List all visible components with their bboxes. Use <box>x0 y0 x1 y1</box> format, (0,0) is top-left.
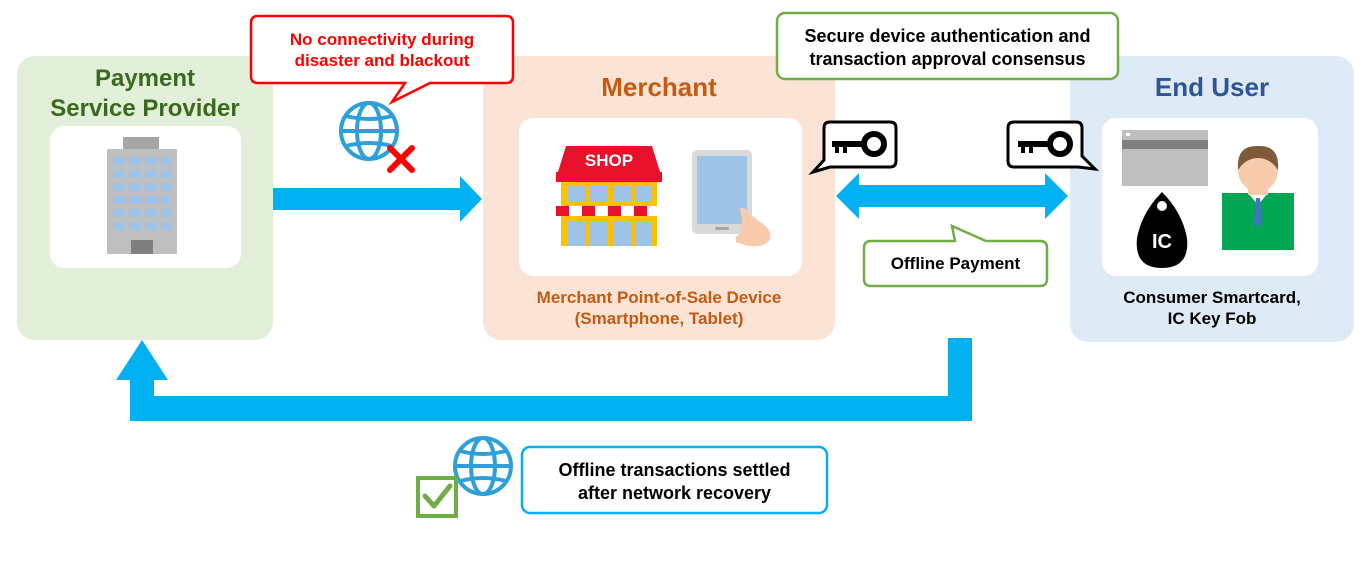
person-icon <box>1222 145 1294 250</box>
key-bubble-merchant <box>808 120 898 175</box>
offline-payment-double-arrow <box>836 173 1068 219</box>
offline-payment-text: Offline Payment <box>890 254 1021 273</box>
ic-key-fob-icon <box>1136 192 1188 268</box>
red-x-icon <box>387 145 415 173</box>
callout-secure-auth <box>775 11 1120 81</box>
settlement-return-arrow <box>116 338 972 421</box>
settled-text: Offline transactions settled after netwo… <box>558 460 791 503</box>
secure-auth-text: Secure device authentication and transac… <box>804 26 1091 69</box>
key-icon <box>832 131 887 157</box>
psp-title: Payment Service Provider <box>50 65 240 122</box>
merchant-title: Merchant <box>601 72 717 102</box>
ic-fob-label: IC <box>1152 231 1172 253</box>
end-user-device-caption: Consumer Smartcard, IC Key Fob <box>1123 288 1301 329</box>
callout-no-connectivity <box>249 14 515 106</box>
merchant-device-caption: Merchant Point-of-Sale Device (Smartphon… <box>536 288 782 329</box>
key-icon <box>1018 131 1073 157</box>
key-bubble-end-user <box>1006 120 1100 171</box>
globe-offline-icon <box>339 101 399 161</box>
globe-online-icon <box>453 436 513 496</box>
psp-to-merchant-arrow <box>273 176 482 222</box>
shop-icon <box>556 146 662 246</box>
callout-settled <box>520 445 829 515</box>
tablet-icon <box>692 150 771 247</box>
end-user-title: End User <box>1154 72 1270 102</box>
callout-offline-payment <box>862 223 1049 288</box>
no-connectivity-text: No connectivity during disaster and blac… <box>289 30 475 71</box>
building-icon <box>107 137 177 254</box>
smartcard-icon <box>1122 130 1208 186</box>
green-check-icon <box>416 476 458 518</box>
shop-sign-text: SHOP <box>585 151 633 170</box>
